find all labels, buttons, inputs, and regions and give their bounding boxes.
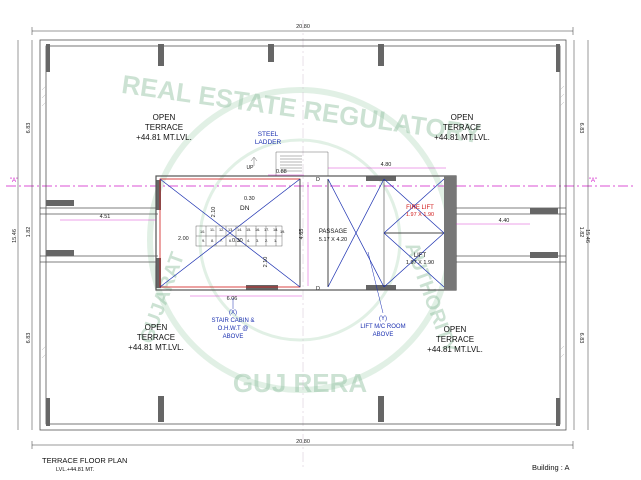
step-3: 3.	[256, 239, 259, 243]
staircase	[195, 225, 283, 247]
columns	[46, 44, 560, 426]
dim-right-total: 15.46	[584, 229, 590, 243]
lift-size: 1.97 X 1.90	[406, 260, 434, 266]
svg-text:(Y): (Y)	[379, 316, 387, 322]
step-15: 15.	[246, 228, 251, 232]
parapet-walls	[39, 39, 567, 431]
stair-cabin-callout: (X) STAIR CABIN & O.H.W.T @ ABOVE	[212, 298, 255, 340]
up-label: UP	[247, 165, 255, 171]
fire-lift-size: 1.97 X 1.90	[406, 212, 434, 218]
svg-text:TERRACE: TERRACE	[145, 123, 183, 132]
terrace-top-right-label: OPEN TERRACE +44.81 MT.LVL.	[434, 113, 490, 142]
svg-text:OPEN: OPEN	[153, 113, 176, 122]
step-4: 4.	[247, 239, 250, 243]
dim-left-bottom: 6.83	[26, 333, 32, 344]
overall-dimensions	[17, 27, 589, 449]
dim-right-bottom: 6.83	[578, 333, 584, 344]
fire-lift-name: FIRE LIFT	[406, 205, 434, 211]
svg-text:O.H.W.T @: O.H.W.T @	[218, 326, 249, 332]
watermark-bottom-text: GUJ RERA	[233, 368, 368, 398]
step-5: 5.	[238, 239, 241, 243]
svg-text:TERRACE: TERRACE	[137, 333, 175, 342]
dim-0-30-top: 0.30	[244, 196, 255, 202]
core-cross-lines	[159, 178, 445, 288]
terrace-bottom-right-label: OPEN TERRACE +44.81 MT.LVL.	[427, 325, 483, 354]
passage-name: PASSAGE	[319, 229, 347, 235]
step-14: 14.	[237, 228, 242, 232]
step-18: 18.	[273, 228, 278, 232]
svg-text:ABOVE: ABOVE	[223, 334, 244, 340]
building-label: Building : A	[532, 463, 570, 472]
interior-dim-lines	[60, 167, 530, 297]
dim-left-mid: 1.82	[26, 227, 32, 238]
step-7: 7.	[220, 239, 223, 243]
core-block	[155, 175, 457, 291]
dim-left-top: 6.83	[26, 123, 32, 134]
dim-2-10-bottom: 2.10	[263, 257, 269, 268]
step-12: 12.	[219, 228, 224, 232]
steel-ladder-label-2: LADDER	[255, 139, 282, 146]
svg-text:+44.81 MT.LVL.: +44.81 MT.LVL.	[434, 133, 490, 142]
svg-text:+44.81 MT.LVL.: +44.81 MT.LVL.	[427, 345, 483, 354]
step-numbers: 10. 11. 12. 13. 14. 15. 16. 17. 18. 19. …	[200, 228, 285, 243]
step-6: 6.	[229, 239, 232, 243]
dim-overall-bottom: 20.80	[296, 439, 310, 445]
section-label-left: "A"	[10, 178, 18, 184]
dim-4-51: 4.51	[100, 214, 111, 220]
step-10: 10.	[200, 230, 205, 234]
dim-right-top: 6.83	[578, 123, 584, 134]
drawing-level: LVL.+44.81 MT.	[56, 467, 95, 473]
dim-overall-top: 20.80	[296, 24, 310, 30]
step-9: 9.	[202, 239, 205, 243]
dim-0-30-bottom: 0.30	[232, 238, 243, 244]
dim-right-mid: 1.82	[578, 227, 584, 238]
passage-size: 5.17 X 4.20	[319, 237, 347, 243]
svg-text:+44.81 MT.LVL.: +44.81 MT.LVL.	[136, 133, 192, 142]
lift-room-callout: (Y) LIFT M/C ROOM ABOVE	[360, 251, 406, 338]
svg-text:STAIR CABIN &: STAIR CABIN &	[212, 318, 255, 324]
dim-ladder-width: 0.88	[276, 169, 287, 175]
section-line-a: "A" "A"	[6, 20, 636, 470]
door-mark-top: D	[316, 177, 320, 183]
dim-4-40: 4.40	[499, 218, 510, 224]
section-label-right: "A"	[589, 178, 597, 184]
lift-name: LIFT	[414, 253, 427, 259]
svg-text:OPEN: OPEN	[451, 113, 474, 122]
dim-2-10-top: 2.10	[211, 207, 217, 218]
step-19: 19.	[280, 230, 285, 234]
dim-4-65: 4.65	[299, 229, 305, 240]
svg-text:OPEN: OPEN	[145, 323, 168, 332]
svg-text:TERRACE: TERRACE	[436, 335, 474, 344]
step-2: 2.	[265, 239, 268, 243]
dim-core-width: 4.80	[381, 162, 392, 168]
dim-2-00: 2.00	[178, 236, 189, 242]
svg-text:+44.81 MT.LVL.: +44.81 MT.LVL.	[128, 343, 184, 352]
steel-ladder-label-1: STEEL	[258, 131, 279, 138]
terrace-top-left-label: OPEN TERRACE +44.81 MT.LVL.	[136, 113, 192, 142]
step-17: 17.	[264, 228, 269, 232]
dim-6-06: 6.06	[227, 296, 238, 302]
svg-text:(X): (X)	[229, 310, 237, 316]
step-11: 11.	[210, 228, 215, 232]
svg-text:TERRACE: TERRACE	[443, 123, 481, 132]
door-mark-bottom: D	[316, 286, 320, 292]
steel-ladder	[250, 151, 329, 176]
step-16: 16.	[255, 228, 260, 232]
step-1: 1.	[274, 239, 277, 243]
svg-text:ABOVE: ABOVE	[373, 332, 394, 338]
dn-label: DN	[240, 205, 250, 212]
parapet-hatch	[41, 85, 565, 359]
step-8: 8.	[211, 239, 214, 243]
svg-text:OPEN: OPEN	[444, 325, 467, 334]
drawing-title: TERRACE FLOOR PLAN	[42, 456, 127, 465]
terrace-bottom-left-label: OPEN TERRACE +44.81 MT.LVL.	[128, 323, 184, 352]
dim-left-total: 15.46	[12, 229, 18, 243]
svg-text:LIFT M/C ROOM: LIFT M/C ROOM	[360, 324, 405, 330]
step-13: 13.	[228, 228, 233, 232]
